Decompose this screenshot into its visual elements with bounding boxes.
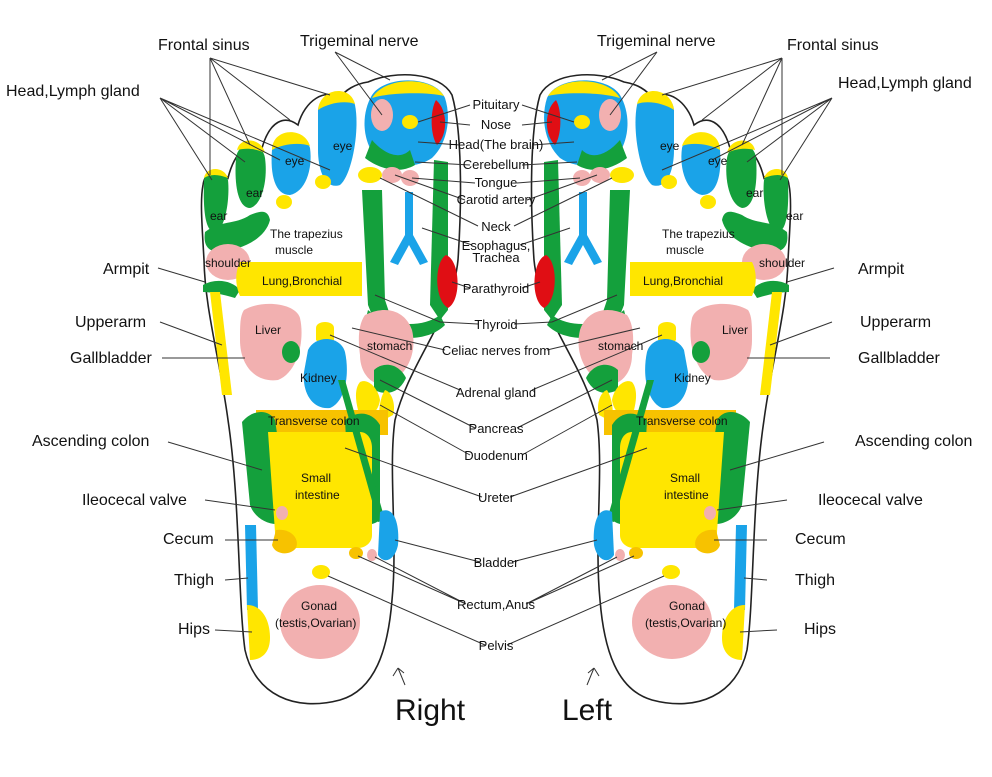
label-small: Small bbox=[670, 471, 700, 485]
label-nose: Nose bbox=[481, 117, 511, 132]
label-ureter: Ureter bbox=[478, 490, 515, 505]
inner-labels-right: eye eye ear ear The trapezius muscle sho… bbox=[205, 139, 412, 630]
inner-labels-left: eye eye ear ear The trapezius muscle sho… bbox=[598, 139, 805, 630]
label-gallbladder-right: Gallbladder bbox=[70, 350, 153, 367]
label-celiac: Celiac nerves from bbox=[442, 343, 550, 358]
label-transverse-colon: Transverse colon bbox=[636, 414, 728, 428]
label-adrenal: Adrenal gland bbox=[456, 385, 536, 400]
label-ileocecal-left: Ileocecal valve bbox=[818, 492, 923, 509]
label-kidney: Kidney bbox=[674, 371, 711, 385]
label-parathyroid: Parathyroid bbox=[463, 281, 529, 296]
label-liver: Liver bbox=[722, 323, 748, 337]
label-head-brain: Head(The brain) bbox=[449, 137, 544, 152]
label-intestine: intestine bbox=[664, 488, 709, 502]
label-frontal-sinus-right: Frontal sinus bbox=[158, 37, 250, 54]
left-foot bbox=[530, 73, 792, 705]
label-gonad-sub: (testis,Ovarian) bbox=[275, 616, 356, 630]
label-cerebellum: Cerebellum bbox=[463, 157, 529, 172]
label-ear: ear bbox=[746, 186, 763, 200]
label-pituitary: Pituitary bbox=[473, 97, 520, 112]
foot-label-right: Right bbox=[395, 694, 466, 727]
label-trapezius: The trapezius bbox=[662, 227, 735, 241]
label-pelvis: Pelvis bbox=[479, 638, 514, 653]
label-trapezius-muscle: muscle bbox=[275, 243, 313, 257]
center-labels: Pituitary Nose Head(The brain) Cerebellu… bbox=[442, 97, 550, 653]
label-trapezius-muscle: muscle bbox=[666, 243, 704, 257]
label-lung: Lung,Bronchial bbox=[643, 274, 723, 288]
label-gonad-sub: (testis,Ovarian) bbox=[645, 616, 726, 630]
label-stomach: stomach bbox=[367, 339, 412, 353]
label-gallbladder-left: Gallbladder bbox=[858, 350, 941, 367]
label-hips-right: Hips bbox=[178, 621, 210, 638]
label-carotid: Carotid artery bbox=[457, 192, 536, 207]
label-bladder: Bladder bbox=[474, 555, 519, 570]
label-cecum-right: Cecum bbox=[163, 531, 214, 548]
label-ear: ear bbox=[210, 209, 227, 223]
label-shoulder: shoulder bbox=[759, 256, 805, 270]
label-rectum-anus: Rectum,Anus bbox=[457, 597, 536, 612]
label-liver: Liver bbox=[255, 323, 281, 337]
label-duodenum: Duodenum bbox=[464, 448, 528, 463]
label-lung: Lung,Bronchial bbox=[262, 274, 342, 288]
label-trigeminal-left: Trigeminal nerve bbox=[597, 33, 716, 50]
label-armpit-right: Armpit bbox=[103, 261, 150, 278]
label-intestine: intestine bbox=[295, 488, 340, 502]
label-thyroid: Thyroid bbox=[474, 317, 517, 332]
label-small: Small bbox=[301, 471, 331, 485]
label-neck: Neck bbox=[481, 219, 511, 234]
label-kidney: Kidney bbox=[300, 371, 337, 385]
leader-lines bbox=[157, 51, 835, 686]
label-eye: eye bbox=[660, 139, 680, 153]
label-esophagus: Esophagus, bbox=[462, 238, 531, 253]
label-head-lymph-right: Head,Lymph gland bbox=[6, 83, 140, 100]
label-thigh-right: Thigh bbox=[174, 572, 214, 589]
label-tongue: Tongue bbox=[475, 175, 518, 190]
label-ear: ear bbox=[786, 209, 803, 223]
foot-label-left: Left bbox=[562, 694, 613, 727]
label-eye: eye bbox=[285, 154, 305, 168]
label-trapezius: The trapezius bbox=[270, 227, 343, 241]
label-ear: ear bbox=[246, 186, 263, 200]
label-ascending-colon-right: Ascending colon bbox=[32, 433, 149, 450]
label-ileocecal-right: Ileocecal valve bbox=[82, 492, 187, 509]
label-pancreas: Pancreas bbox=[469, 421, 524, 436]
label-gonad: Gonad bbox=[669, 599, 705, 613]
label-armpit-left: Armpit bbox=[858, 261, 905, 278]
label-eye: eye bbox=[708, 154, 728, 168]
label-hips-left: Hips bbox=[804, 621, 836, 638]
label-trigeminal-right: Trigeminal nerve bbox=[300, 33, 419, 50]
label-frontal-sinus-left: Frontal sinus bbox=[787, 37, 879, 54]
label-cecum-left: Cecum bbox=[795, 531, 846, 548]
label-ascending-colon-left: Ascending colon bbox=[855, 433, 972, 450]
label-transverse-colon: Transverse colon bbox=[268, 414, 360, 428]
label-upperarm-left: Upperarm bbox=[860, 314, 931, 331]
label-head-lymph-left: Head,Lymph gland bbox=[838, 75, 972, 92]
label-stomach: stomach bbox=[598, 339, 643, 353]
label-shoulder: shoulder bbox=[205, 256, 251, 270]
label-eye: eye bbox=[333, 139, 353, 153]
label-thigh-left: Thigh bbox=[795, 572, 835, 589]
label-gonad: Gonad bbox=[301, 599, 337, 613]
label-trachea: Trachea bbox=[472, 250, 520, 265]
label-upperarm-right: Upperarm bbox=[75, 314, 146, 331]
